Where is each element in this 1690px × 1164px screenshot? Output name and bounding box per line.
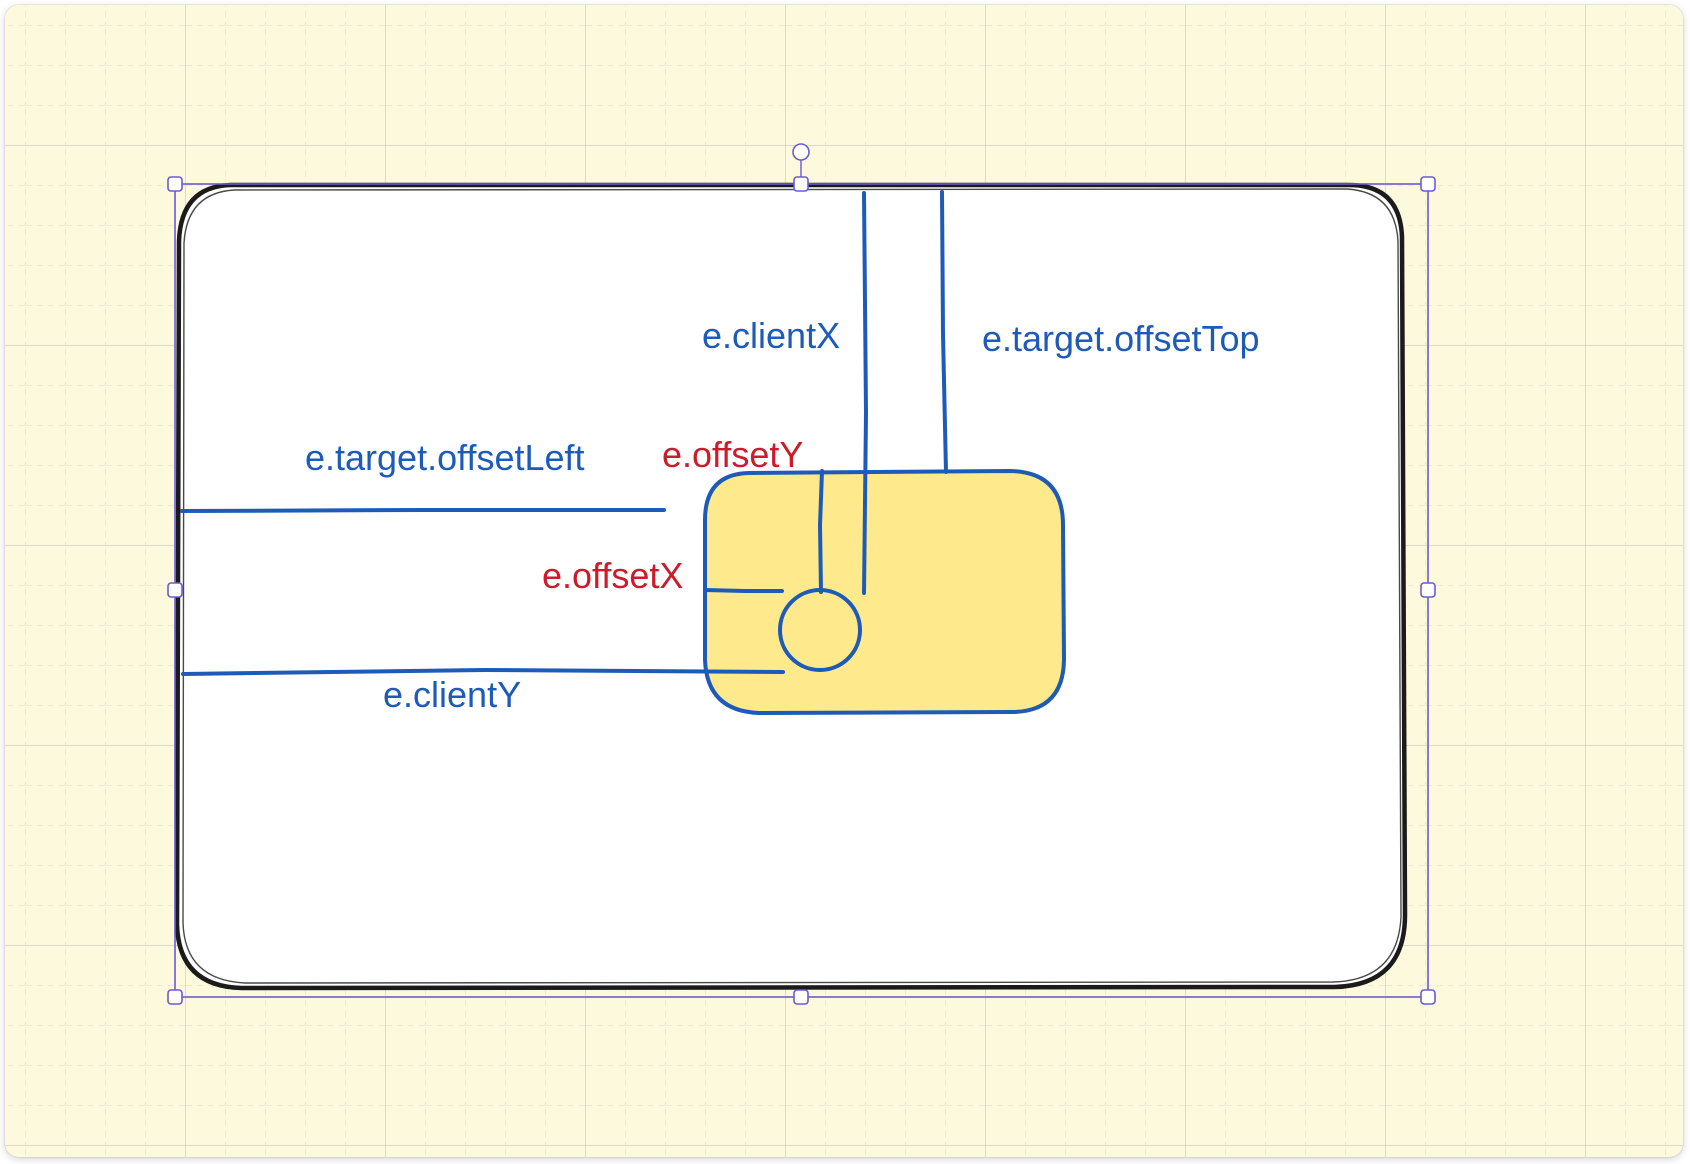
offset-left-line bbox=[180, 508, 666, 513]
label-client-y: e.clientY bbox=[383, 674, 521, 715]
resize-handle-bottom[interactable] bbox=[793, 989, 809, 1005]
client-y-line bbox=[181, 668, 785, 676]
label-target-offset-top: e.target.offsetTop bbox=[982, 318, 1260, 359]
resize-handle-right[interactable] bbox=[1420, 582, 1436, 598]
resize-handle-top[interactable] bbox=[793, 176, 809, 192]
resize-handle-top-left[interactable] bbox=[167, 176, 183, 192]
offset-top-line bbox=[940, 190, 948, 474]
canvas-frame: e.clientX e.target.offsetTop e.target.of… bbox=[5, 5, 1683, 1157]
rotation-handle[interactable] bbox=[792, 143, 810, 161]
resize-handle-top-right[interactable] bbox=[1420, 176, 1436, 192]
resize-handle-bottom-right[interactable] bbox=[1420, 989, 1436, 1005]
offset-x-line bbox=[703, 588, 784, 593]
client-x-line bbox=[862, 191, 868, 595]
target-element[interactable] bbox=[703, 469, 1066, 715]
label-offset-y: e.offsetY bbox=[662, 434, 803, 475]
offset-y-line bbox=[818, 469, 824, 594]
label-target-offset-left: e.target.offsetLeft bbox=[305, 437, 585, 478]
label-client-x: e.clientX bbox=[702, 315, 840, 356]
resize-handle-left[interactable] bbox=[167, 582, 183, 598]
diagram-canvas[interactable]: e.clientX e.target.offsetTop e.target.of… bbox=[5, 5, 1683, 1157]
resize-handle-bottom-left[interactable] bbox=[167, 989, 183, 1005]
label-offset-x: e.offsetX bbox=[542, 555, 683, 596]
